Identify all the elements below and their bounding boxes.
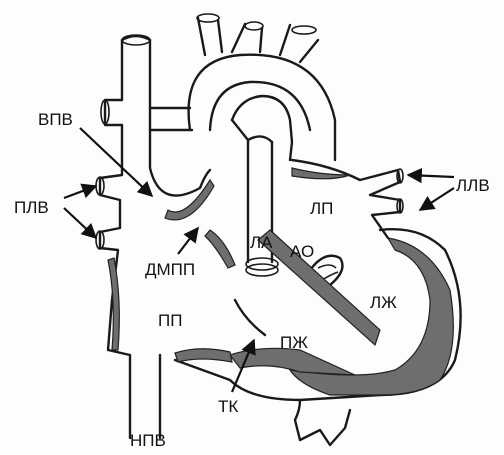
arrow-plv-upper xyxy=(64,186,96,198)
label-lzh: ЛЖ xyxy=(370,293,397,312)
arrow-vpv xyxy=(80,128,152,196)
label-plv: ПЛВ xyxy=(14,198,49,217)
label-pzh: ПЖ xyxy=(280,333,308,352)
label-pp: ПП xyxy=(158,311,182,330)
arrow-dmpp xyxy=(178,228,198,254)
label-npv: НПВ xyxy=(130,431,166,450)
vena-cava-outline xyxy=(96,35,210,438)
label-dmpp: ДМПП xyxy=(145,260,195,279)
label-lp: ЛП xyxy=(310,199,333,218)
label-la: ЛА xyxy=(250,233,273,252)
label-tk: ТК xyxy=(218,397,238,416)
label-vpv: ВПВ xyxy=(38,110,73,129)
arrow-llv-lower xyxy=(420,188,454,210)
label-llv: ЛЛВ xyxy=(456,176,490,195)
arrow-llv-upper xyxy=(408,175,454,177)
arrow-plv-lower xyxy=(64,208,96,238)
label-ao: АО xyxy=(290,242,314,261)
aortic-arch xyxy=(150,14,335,160)
left-atrium xyxy=(292,160,403,238)
